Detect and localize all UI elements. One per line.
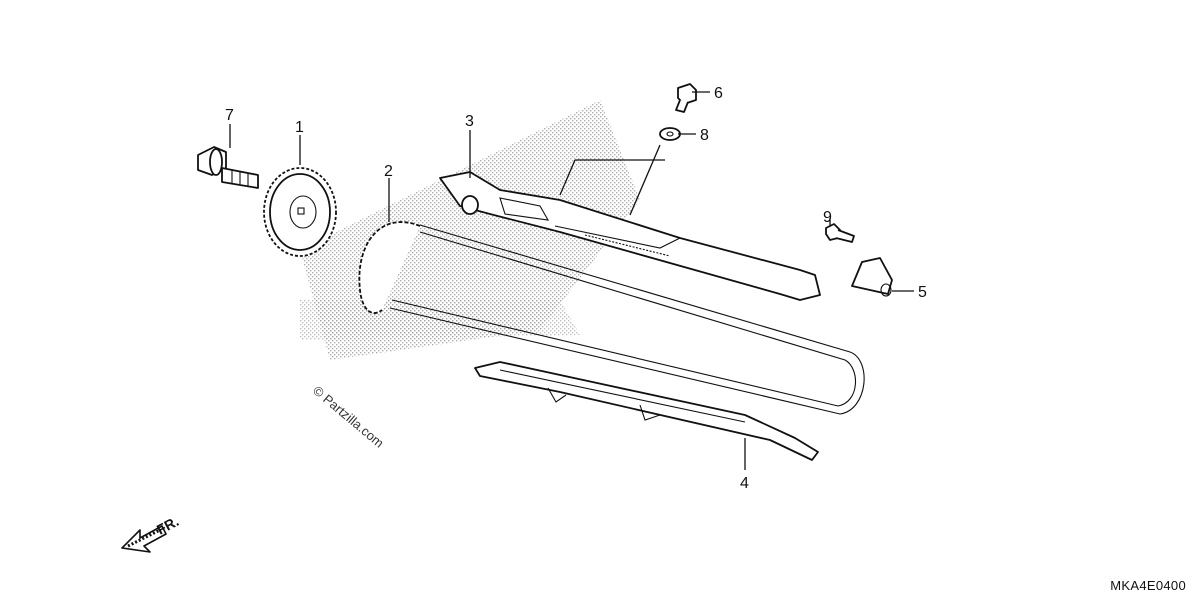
flange-bolt-7	[197, 146, 259, 189]
cam-sprocket	[263, 167, 337, 257]
bolt-6	[675, 83, 697, 113]
front-arrow: FR.	[121, 513, 181, 553]
callout-6: 6	[714, 85, 723, 102]
callout-2: 2	[384, 163, 393, 180]
callout-3: 3	[465, 113, 474, 130]
stopper-plate-5	[851, 257, 893, 297]
callout-8: 8	[700, 127, 709, 144]
callout-5: 5	[918, 284, 927, 301]
chain-tensioner-arm	[439, 144, 821, 301]
callout-7: 7	[225, 107, 234, 124]
watermark: © Partzilla.com	[310, 383, 387, 451]
callout-1: 1	[295, 119, 304, 136]
bolt-9	[825, 223, 855, 243]
cam-chain-guide	[474, 361, 819, 461]
diagram-code: MKA4E0400	[1110, 578, 1186, 593]
callouts: 1 2 3 4 5 6 7 8 9	[225, 85, 927, 492]
leader-lines	[229, 91, 914, 470]
callout-9: 9	[823, 209, 832, 226]
washer-8	[659, 127, 681, 141]
cam-chain	[358, 221, 865, 415]
callout-4: 4	[740, 475, 749, 492]
